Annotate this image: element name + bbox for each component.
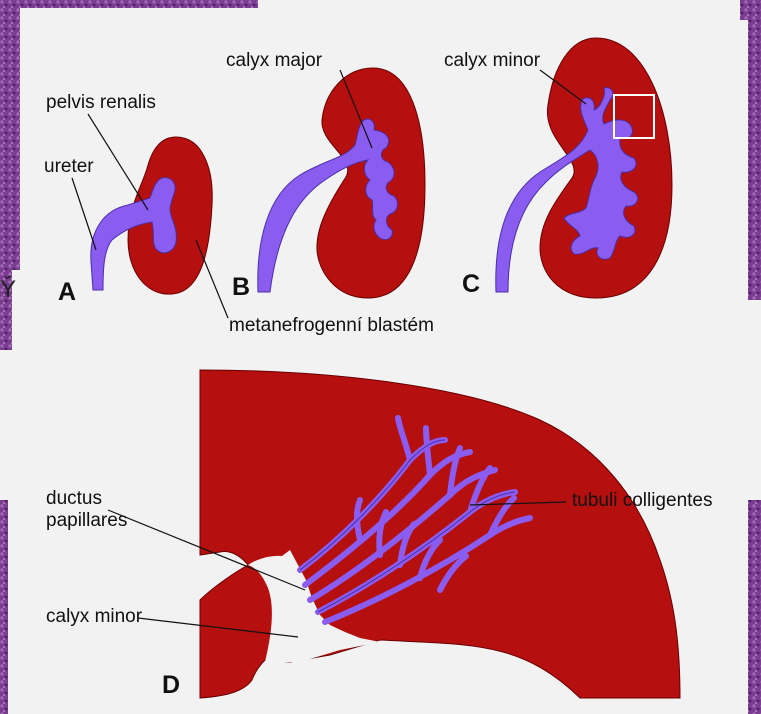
- panel-letter-a: A: [58, 278, 76, 306]
- label-ureter: ureter: [44, 156, 94, 177]
- leader-ureter: [72, 178, 96, 250]
- label-tubuli-colligentes: tubuli colligentes: [572, 490, 712, 511]
- label-calyx-minor-c: calyx minor: [444, 50, 541, 71]
- panel-letter-b: B: [232, 273, 250, 301]
- label-metanefrogenni-blastem: metanefrogenní blastém: [229, 315, 434, 336]
- leader-pelvis-renalis: [88, 114, 148, 210]
- label-calyx-minor-d: calyx minor: [46, 606, 143, 627]
- label-pelvis-renalis: pelvis renalis: [46, 92, 156, 113]
- label-ductus-papillares-line2: papillares: [46, 510, 127, 531]
- panel-d: D: [162, 370, 680, 699]
- panel-letter-d: D: [162, 671, 180, 699]
- leader-metanefrogenni: [196, 240, 228, 318]
- panel-c: C: [462, 38, 672, 298]
- label-calyx-major: calyx major: [226, 50, 323, 71]
- panel-letter-c: C: [462, 270, 480, 298]
- background-fragment-text: Ý: [0, 276, 16, 303]
- panel-b: B: [232, 68, 425, 301]
- label-ductus-papillares-line1: ductus: [46, 488, 102, 509]
